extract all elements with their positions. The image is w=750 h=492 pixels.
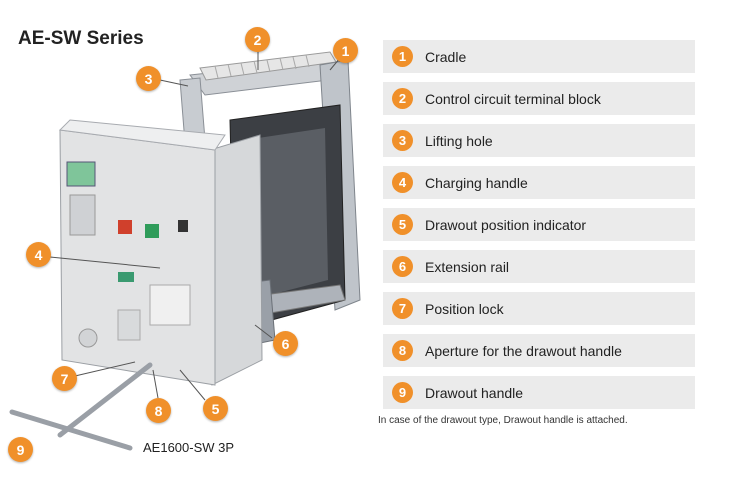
legend-number-icon: 5 xyxy=(392,214,413,235)
legend-number-icon: 7 xyxy=(392,298,413,319)
legend-item: 2 Control circuit terminal block xyxy=(383,82,695,115)
callout-4: 4 xyxy=(26,242,51,267)
legend-item: 6 Extension rail xyxy=(383,250,695,283)
legend-number-icon: 8 xyxy=(392,340,413,361)
legend-label: Cradle xyxy=(425,48,467,65)
legend-label: Control circuit terminal block xyxy=(425,90,601,107)
legend-label: Charging handle xyxy=(425,174,528,191)
legend-number-icon: 4 xyxy=(392,172,413,193)
callout-8: 8 xyxy=(146,398,171,423)
legend-item: 5 Drawout position indicator xyxy=(383,208,695,241)
footnote: In case of the drawout type, Drawout han… xyxy=(378,415,628,426)
legend-label: Drawout handle xyxy=(425,384,524,401)
callout-9: 9 xyxy=(8,437,33,462)
breaker-illustration xyxy=(9,50,361,451)
legend-item: 3 Lifting hole xyxy=(383,124,695,157)
callout-7: 7 xyxy=(52,366,77,391)
legend-label: Position lock xyxy=(425,300,504,317)
legend-item: 4 Charging handle xyxy=(383,166,695,199)
legend-label: Drawout position indicator xyxy=(425,216,587,233)
legend-label: Lifting hole xyxy=(425,132,493,149)
callout-3: 3 xyxy=(136,66,161,91)
legend-number-icon: 2 xyxy=(392,88,413,109)
legend-item: 1 Cradle xyxy=(383,40,695,73)
legend-number-icon: 1 xyxy=(392,46,413,67)
legend-item: 8 Aperture for the drawout handle xyxy=(383,334,695,367)
legend-label: Aperture for the drawout handle xyxy=(425,342,622,359)
legend-item: 9 Drawout handle xyxy=(383,376,695,409)
model-caption: AE1600-SW 3P xyxy=(143,440,235,455)
callout-1: 1 xyxy=(333,38,358,63)
callout-6: 6 xyxy=(273,331,298,356)
legend-number-icon: 3 xyxy=(392,130,413,151)
legend-number-icon: 6 xyxy=(392,256,413,277)
callout-2: 2 xyxy=(245,27,270,52)
callout-5: 5 xyxy=(203,396,228,421)
legend-label: Extension rail xyxy=(425,258,510,275)
legend-item: 7 Position lock xyxy=(383,292,695,325)
legend-number-icon: 9 xyxy=(392,382,413,403)
page-title: AE-SW Series xyxy=(18,28,144,49)
